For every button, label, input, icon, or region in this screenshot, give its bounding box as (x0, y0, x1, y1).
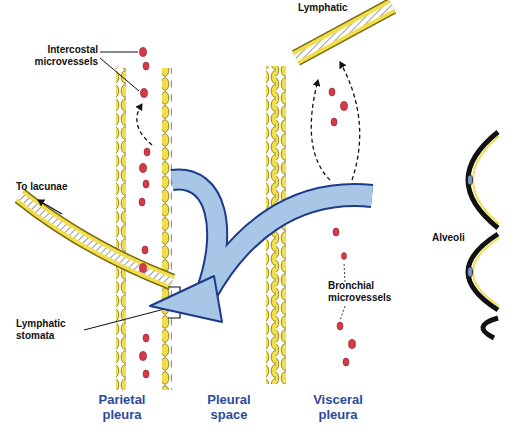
part-label: Lymphatic (298, 2, 368, 14)
bronchial-microvessels (329, 88, 356, 366)
region-label: Visceral pleura (302, 393, 374, 423)
lymphatic-lacuna (20, 196, 172, 282)
filtration-arrow (340, 62, 360, 180)
leader-line (100, 52, 138, 53)
lymphatic-vessel (296, 6, 392, 58)
intercostal-microvessels (139, 48, 150, 379)
part-label: Bronchial microvessels (328, 280, 403, 303)
part-label: Intercostal microvessels (26, 44, 98, 67)
filtration-arrow (311, 80, 330, 180)
lymphatic-lacuna (20, 196, 172, 282)
leader-line (340, 306, 345, 321)
lymphatic-vessel (296, 6, 392, 58)
region-label: Pleural space (193, 393, 265, 423)
lymphatic-lacuna (20, 196, 172, 282)
parietal-interstitium (162, 68, 172, 390)
lymphatic-vessel (296, 6, 392, 58)
flow-arrowhead (150, 276, 222, 322)
leader-line (344, 262, 345, 282)
filtration-arrow (137, 104, 152, 145)
direction-arrow (38, 200, 62, 214)
leader-line (100, 58, 139, 91)
parietal-mesothelium (116, 68, 126, 390)
part-label: Lymphatic stomata (16, 318, 84, 341)
flow-arrow (206, 195, 372, 294)
region-label: Parietal pleura (86, 393, 158, 423)
part-label: To lacunae (16, 181, 86, 193)
flow-arrow (206, 195, 372, 294)
part-label: Alveoli (432, 232, 482, 244)
alveoli (468, 132, 500, 338)
